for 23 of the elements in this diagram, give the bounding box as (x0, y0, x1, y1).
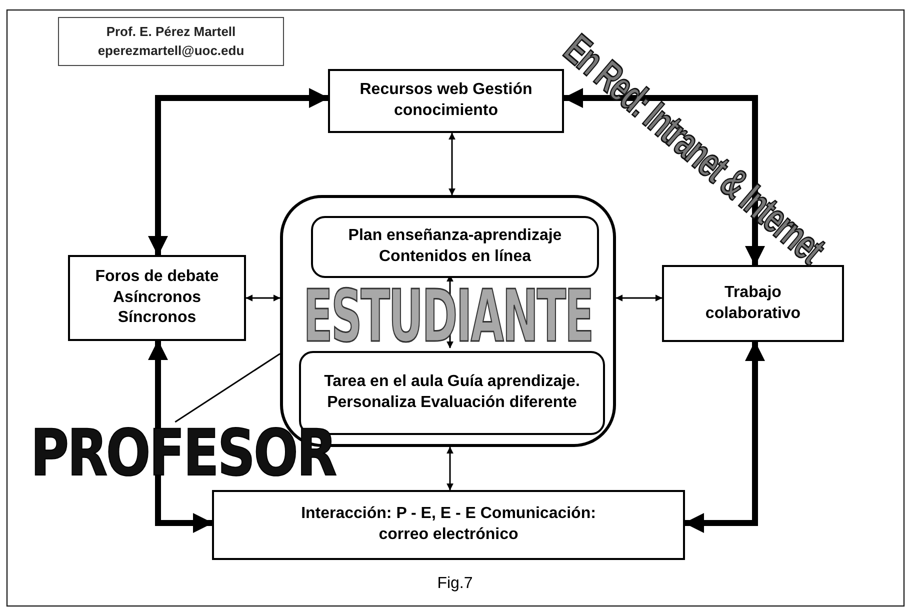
arrow (246, 294, 280, 302)
arrow (616, 294, 662, 302)
author-name: Prof. E. Pérez Martell (106, 22, 236, 41)
process-box (311, 216, 599, 278)
box-text: Foros de debate Asíncronos Síncronos (94, 266, 220, 328)
box-text: Recursos web Gestión conocimiento (358, 80, 534, 121)
arrow (448, 132, 456, 196)
process-box (662, 265, 844, 342)
arrow (446, 446, 454, 490)
figure-caption: Fig.7 (436, 575, 474, 593)
thick-arrow (684, 341, 765, 533)
author-box (58, 17, 284, 66)
email-address: eperezmartell@uoc.edu (98, 42, 244, 60)
thick-arrow (563, 88, 765, 266)
process-box (68, 255, 246, 341)
box-text: Interacción: P - E, E - E Comunicación: correo electrónico (300, 504, 597, 545)
process-box (328, 69, 564, 133)
leader-line (174, 353, 280, 423)
thick-arrow (148, 88, 329, 256)
box-text: Plan enseñanza-aprendizaje Contenidos en línea (347, 226, 563, 267)
process-box (212, 490, 685, 560)
box-text: Trabajo colaborativo (704, 282, 802, 324)
box-text: Tarea en el aula Guía aprendizaje. Personaliza Evaluación diferente (323, 372, 581, 413)
